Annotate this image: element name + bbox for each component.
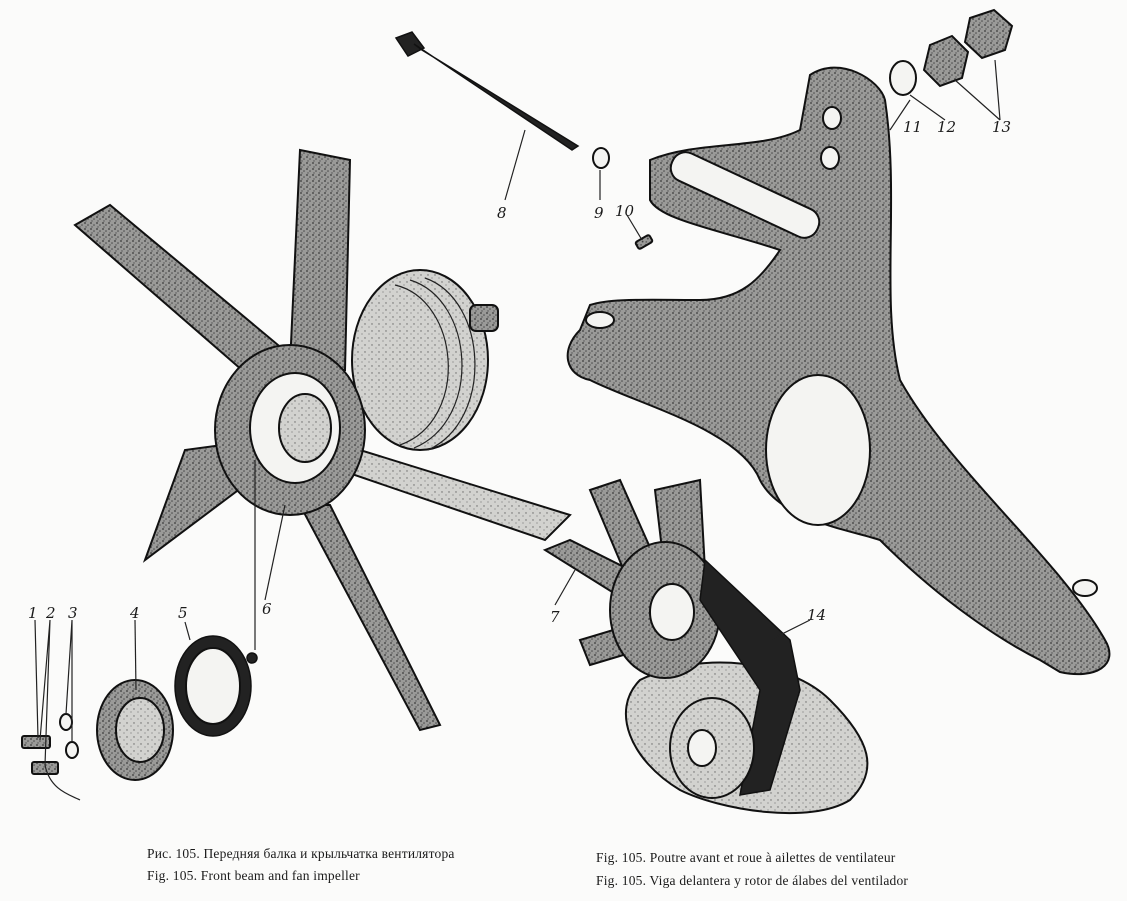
cover-plate-face: [115, 697, 165, 763]
nut-2: [963, 8, 1014, 60]
caption-english: Fig. 105. Front beam and fan impeller: [147, 868, 360, 883]
caption-russian: Рис. 105. Передняя балка и крыльчатка ве…: [147, 846, 455, 861]
label-3: 3: [68, 604, 78, 622]
fan-shaft-stub: [469, 304, 499, 332]
label-9: 9: [594, 204, 604, 222]
front-beam: [566, 66, 1111, 676]
label-7: 7: [550, 608, 560, 626]
front-beam-left-hole: [585, 311, 615, 329]
tie-rod-head: [394, 31, 426, 57]
washer-lower: [65, 741, 79, 759]
bolt-upper: [21, 735, 51, 749]
washer-9: [592, 147, 610, 169]
label-13: 13: [992, 118, 1011, 136]
pin-10: [634, 234, 654, 250]
label-12: 12: [937, 118, 956, 136]
washer-upper: [59, 713, 73, 731]
label-14: 14: [807, 606, 826, 624]
fan-assembly-small: [542, 478, 869, 815]
front-beam-body: [566, 66, 1111, 676]
label-4: 4: [129, 604, 140, 622]
cover-plate-4: [96, 679, 174, 781]
tie-rod-shaft: [413, 43, 580, 151]
front-beam-top-hole-1: [822, 106, 842, 130]
tie-rod-8: [394, 31, 580, 151]
washers-3: [59, 713, 79, 759]
fan-blade-lower: [298, 504, 442, 732]
lower-pulley-center: [687, 729, 717, 767]
front-beam-bearing-bore: [765, 374, 871, 526]
label-6: 6: [262, 600, 272, 618]
front-beam-top-hole-2: [820, 146, 840, 170]
fan-pulley-body: [351, 269, 489, 451]
washer-12: [889, 60, 917, 96]
leader-lines: [34, 59, 1001, 801]
fan-hub-center: [278, 393, 332, 463]
fan-pulley-grooves: [394, 277, 476, 451]
label-11: 11: [903, 118, 922, 136]
fan-blade-top: [288, 148, 352, 372]
caption-spanish: Fig. 105. Viga delantera y rotor de álab…: [596, 873, 909, 888]
gasket-inner: [185, 647, 241, 725]
nut-1: [922, 34, 970, 88]
fan-blade-right: [338, 448, 572, 542]
fan-impeller: [73, 148, 572, 732]
nuts-13: [922, 8, 1014, 88]
label-2: 2: [45, 604, 56, 622]
label-8: 8: [497, 204, 507, 222]
bolts-1-2: [21, 735, 59, 775]
label-1: 1: [28, 604, 38, 622]
caption-french: Fig. 105. Poutre avant et roue à ailette…: [596, 850, 896, 865]
front-beam-slot: [669, 151, 821, 239]
drive-belt: [699, 558, 801, 796]
assembly-hub-center: [649, 583, 695, 641]
front-beam-foot-hole: [1072, 579, 1098, 597]
gasket-5: [174, 635, 252, 737]
ball-part: [246, 652, 258, 664]
label-5: 5: [178, 604, 188, 622]
label-10: 10: [615, 202, 635, 220]
